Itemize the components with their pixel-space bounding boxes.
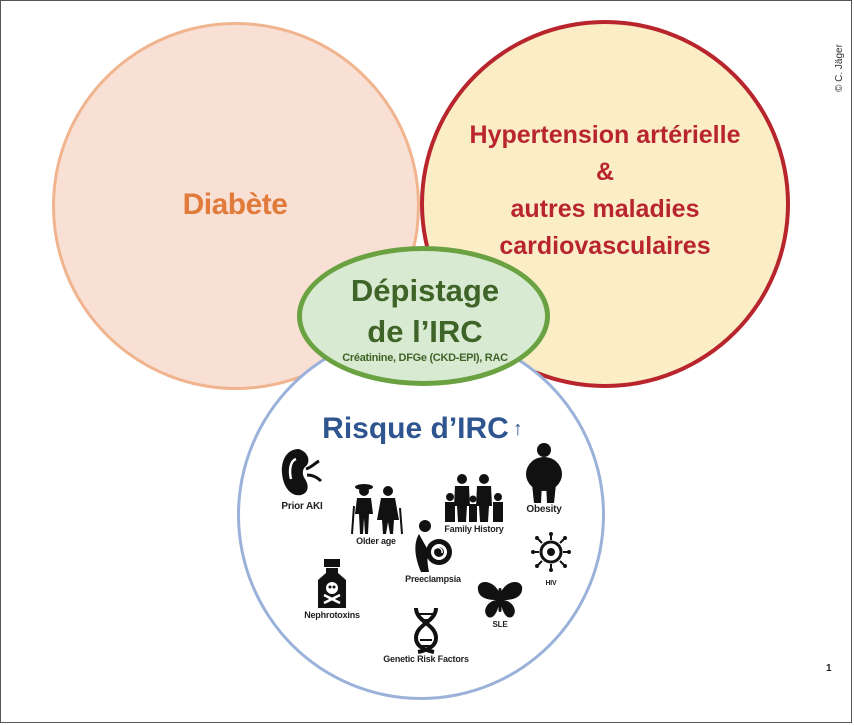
factor-label: Preeclampsia (405, 574, 461, 584)
factor-label: Genetic Risk Factors (383, 654, 469, 664)
screening-title: Dépistage de l’IRC (310, 270, 540, 352)
page-number: 1 (826, 663, 832, 674)
ckd-risk-title: Risque d’IRC↑ (300, 412, 545, 446)
diabetes-label: Diabète (182, 188, 288, 221)
family-icon (445, 474, 503, 522)
factor-label: Nephrotoxins (304, 610, 360, 620)
factor-prior-aki: Prior AKI (272, 445, 332, 512)
ckd-risk-circle (237, 330, 605, 700)
screening-title-line-1: Dépistage (350, 273, 500, 308)
hypertension-label: Hypertension artérielle & autres maladie… (440, 117, 770, 265)
hypertension-line-3: autres maladies (510, 195, 700, 223)
factor-label: Prior AKI (281, 501, 323, 512)
arrow-up-icon: ↑ (512, 418, 523, 440)
ckd-screening-ellipse (297, 246, 550, 386)
obese-person-icon (526, 443, 562, 503)
screening-subtitle: Créatinine, DFGe (CKD-EPI), RAC (342, 352, 508, 364)
elderly-couple-icon (351, 484, 403, 535)
factor-hiv: HIV (524, 532, 578, 587)
kidney-icon (281, 449, 323, 496)
dna-icon (413, 607, 439, 654)
factor-sle: SLE (474, 580, 526, 629)
screening-title-line-2: de l’IRC (367, 314, 483, 349)
factor-label: HIV (545, 580, 557, 587)
factor-label: Family History (444, 524, 504, 534)
hypertension-line-1: Hypertension artérielle (469, 121, 741, 149)
factor-genetic: Genetic Risk Factors (378, 606, 474, 664)
hypertension-line-4: cardiovasculaires (499, 232, 711, 260)
factor-preeclampsia: Preeclampsia (398, 518, 468, 584)
copyright-notice: © C. Jäger (834, 44, 845, 92)
pregnant-woman-icon (415, 520, 452, 572)
factor-obesity: Obesity (514, 442, 574, 515)
factor-family-history: Family History (438, 472, 510, 534)
hypertension-line-2: & (595, 158, 615, 186)
factor-nephrotoxins: Nephrotoxins (296, 558, 368, 620)
factor-label: Older age (356, 536, 396, 546)
factor-label: Obesity (526, 504, 562, 515)
virus-icon (531, 532, 571, 572)
butterfly-icon (477, 582, 523, 618)
factor-older-age: Older age (345, 480, 407, 546)
ckd-risk-title-text: Risque d’IRC (322, 412, 509, 445)
factor-label: SLE (492, 620, 508, 629)
poison-bottle-icon (318, 559, 346, 608)
